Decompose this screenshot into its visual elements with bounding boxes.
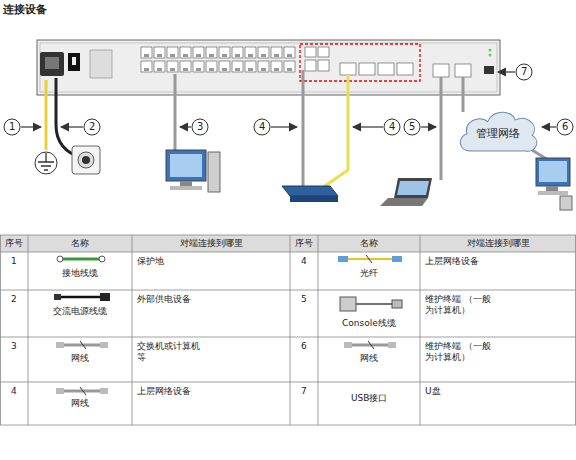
callout-number: 3 bbox=[197, 122, 203, 132]
callout-number: 4 bbox=[389, 122, 395, 132]
power-socket bbox=[72, 146, 100, 174]
peer-connection: 上层网络设备 bbox=[137, 386, 207, 397]
cable-name: 网线 bbox=[71, 353, 89, 364]
callout-number: 1 bbox=[9, 122, 15, 132]
table-header: 对端连接到哪里 bbox=[180, 238, 243, 249]
callout-number: 6 bbox=[562, 122, 568, 132]
row-number: 5 bbox=[301, 294, 307, 305]
cable-name: 光纤 bbox=[360, 268, 378, 279]
terminal-computer bbox=[536, 158, 572, 210]
table-header: 对端连接到哪里 bbox=[467, 238, 530, 249]
row-number: 1 bbox=[11, 256, 17, 267]
cable-name: 网线 bbox=[360, 353, 378, 364]
table-header: 名称 bbox=[71, 238, 89, 249]
router bbox=[282, 186, 338, 202]
table-header: 序号 bbox=[295, 238, 313, 249]
cloud-label: 管理网络 bbox=[476, 124, 520, 141]
callout-number: 5 bbox=[409, 122, 415, 132]
cables bbox=[46, 70, 548, 188]
peer-connection: U盘 bbox=[425, 386, 495, 397]
row-number: 4 bbox=[301, 256, 307, 267]
peer-connection: 维护终端 （一般为计算机） bbox=[425, 341, 495, 364]
row-number: 6 bbox=[301, 341, 307, 352]
table-grid bbox=[0, 235, 576, 425]
peer-connection: 交换机或计算机等 bbox=[137, 341, 207, 364]
cable-name: 交流电源线缆 bbox=[53, 306, 107, 317]
cable-name: USB接口 bbox=[351, 393, 387, 404]
peer-connection: 外部供电设备 bbox=[137, 294, 207, 305]
peer-connection: 上层网络设备 bbox=[425, 256, 495, 267]
peer-connection: 保护地 bbox=[137, 256, 207, 267]
row-number: 2 bbox=[11, 294, 17, 305]
cable-name: Console线缆 bbox=[342, 318, 396, 329]
cable-icons bbox=[54, 255, 402, 395]
switch-device bbox=[37, 40, 500, 95]
callout-number: 2 bbox=[89, 122, 95, 132]
row-number: 7 bbox=[301, 386, 307, 397]
callout-number: 7 bbox=[521, 67, 527, 77]
row-number: 4 bbox=[11, 386, 17, 397]
peer-connection: 维护终端 （一般为计算机） bbox=[425, 294, 495, 317]
section-title: 连接设备 bbox=[3, 3, 47, 17]
cable-name: 网线 bbox=[71, 398, 89, 409]
computer bbox=[166, 150, 220, 192]
table-header: 序号 bbox=[5, 238, 23, 249]
table-header: 名称 bbox=[360, 238, 378, 249]
laptop bbox=[380, 178, 432, 206]
leader-arrows bbox=[21, 72, 556, 127]
callout-number: 4 bbox=[259, 122, 265, 132]
ground-symbol bbox=[35, 152, 57, 174]
row-number: 3 bbox=[11, 341, 17, 352]
cable-name: 接地线缆 bbox=[62, 268, 98, 279]
cloud-node: 管理网络 bbox=[455, 106, 541, 158]
